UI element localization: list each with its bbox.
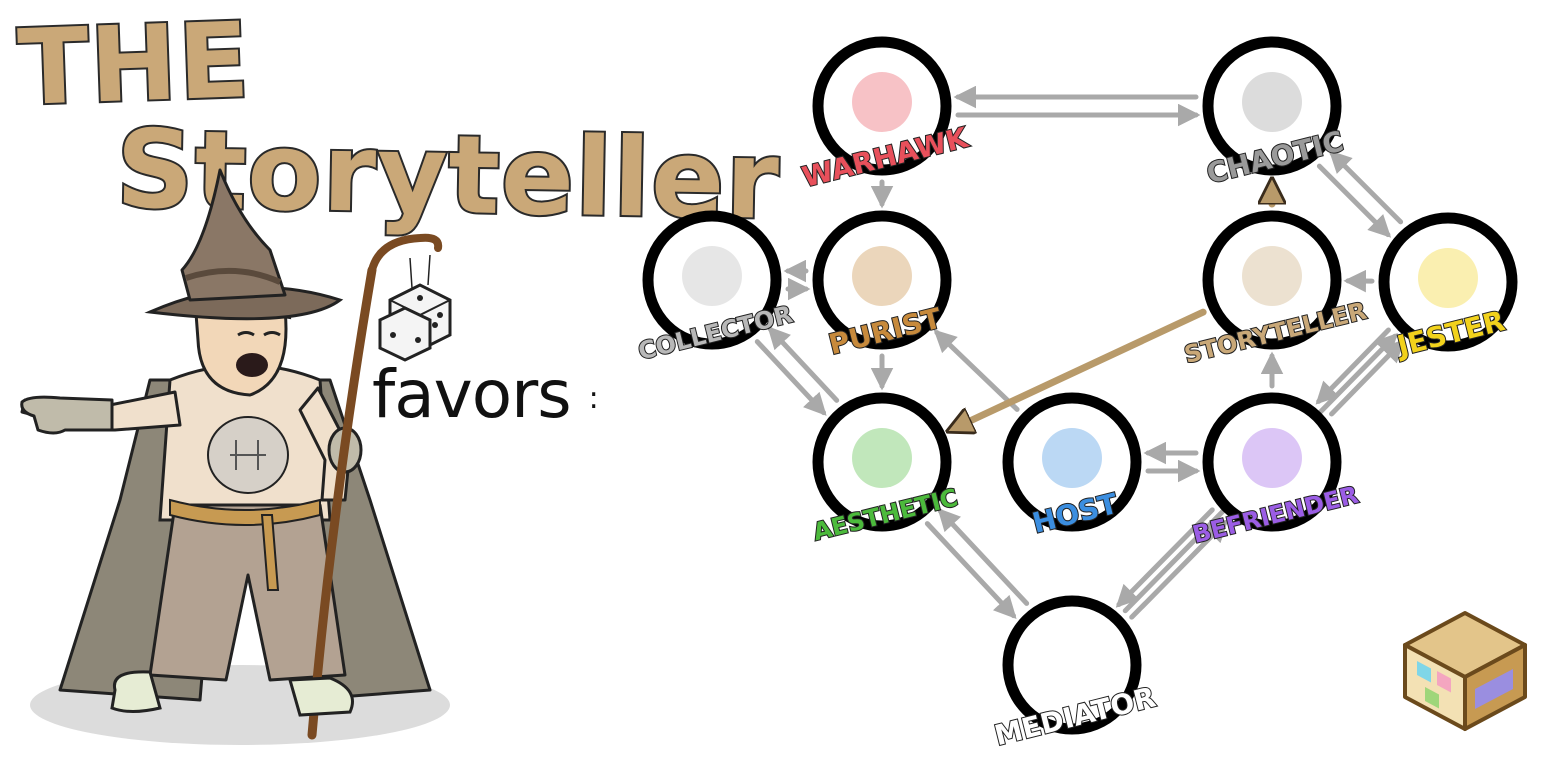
node-chaotic: CHAOTIC (1202, 36, 1348, 191)
node-mediator: MEDIATOR (990, 595, 1160, 753)
node-ring (812, 210, 952, 350)
isometric-box-logo-icon (1403, 611, 1527, 731)
node-ring (642, 210, 782, 350)
edge-aesthetic-to-collector (767, 326, 840, 403)
avatar (1242, 428, 1302, 488)
node-ring (812, 36, 952, 176)
avatar (682, 246, 742, 306)
node-warhawk: WARHAWK (798, 36, 973, 195)
edge-befriender-to-mediator (1115, 507, 1215, 608)
node-ring (1202, 36, 1342, 176)
staff (307, 233, 443, 740)
favors-colon: : (588, 380, 599, 416)
favors-text: favors (372, 356, 572, 433)
edge-jester-to-chaotic (1328, 150, 1404, 225)
avatar (1242, 246, 1302, 306)
storyteller-wizard-illustration (20, 168, 452, 745)
node-jester: JESTER (1378, 212, 1518, 364)
avatar (852, 72, 912, 132)
edge-aesthetic-to-mediator (924, 521, 1017, 619)
node-ring (812, 392, 952, 532)
wizard-hat (144, 168, 344, 321)
node-ring (1002, 595, 1142, 735)
dice-icon (378, 254, 452, 362)
edge-mediator-to-aesthetic (937, 508, 1030, 606)
node-host: HOST (1002, 392, 1142, 541)
node-collector: COLLECTOR (634, 210, 796, 367)
edge-mediator-to-befriender (1129, 519, 1229, 620)
edge-storyteller-to-aesthetic (951, 308, 1207, 430)
node-aesthetic: AESTHETIC (809, 392, 962, 547)
edge-collector-to-aesthetic (754, 339, 827, 416)
node-ring (1002, 392, 1142, 532)
avatar (1042, 631, 1102, 691)
avatar (1242, 72, 1302, 132)
avatar (852, 246, 912, 306)
node-ring (1202, 392, 1342, 532)
node-ring (1378, 212, 1518, 352)
body (148, 363, 347, 682)
edge-host-to-purist (933, 329, 1020, 412)
avatar (1418, 248, 1478, 308)
avatar (852, 428, 912, 488)
favors-caption: favors: (372, 350, 599, 444)
arm-left-pointing (20, 390, 182, 435)
avatar (1042, 428, 1102, 488)
edge-chaotic-to-jester (1316, 163, 1392, 238)
boots (110, 670, 354, 717)
node-purist: PURIST (812, 210, 952, 362)
node-ring (1202, 210, 1342, 350)
node-befriender: BEFRIENDER (1189, 392, 1362, 550)
node-storyteller: STORYTELLER (1180, 210, 1370, 370)
